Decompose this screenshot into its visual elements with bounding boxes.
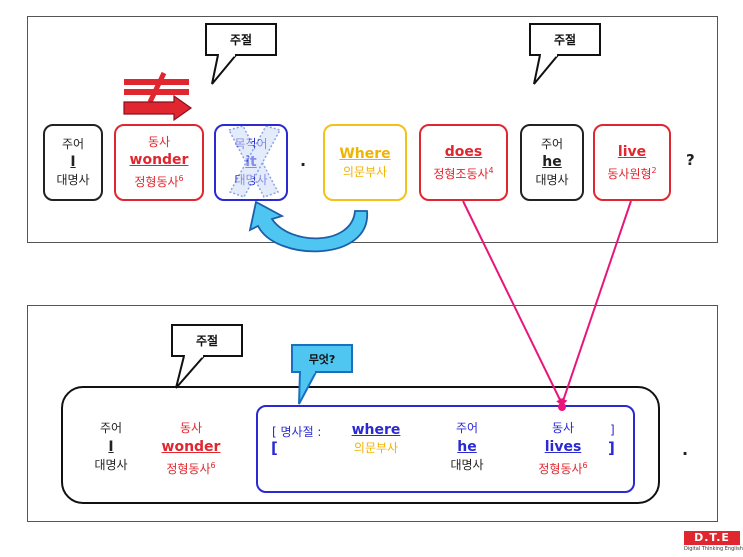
move-arrow-icon <box>248 200 368 253</box>
period-top: . <box>300 151 307 170</box>
logo-subtitle: Digital Thinking English <box>684 546 743 552</box>
word-text: he <box>457 439 477 455</box>
word-pos: 정형동사6 <box>166 461 216 476</box>
bubble-tail <box>533 54 559 85</box>
bubble-tail <box>211 54 237 85</box>
period-bottom: . <box>682 440 689 459</box>
card-where: Where 의문부사 <box>323 124 407 201</box>
card-role: 주어 <box>61 137 85 151</box>
card-pos: 정형조동사4 <box>433 165 494 181</box>
bottom-verb: 동사 wonder 정형동사6 <box>154 420 228 478</box>
noun-clause-open-bracket: [ <box>271 439 278 457</box>
card-live: live 동사원형2 <box>593 124 671 201</box>
clause-word-where: where 의문부사 <box>340 420 412 457</box>
word-pos: 의문부사 <box>353 441 399 455</box>
card-word: Where <box>339 145 391 162</box>
card-pos: 대명사 <box>56 173 90 187</box>
card-word: does <box>444 143 483 160</box>
bubble-tail <box>175 355 205 389</box>
right-arrow-icon <box>123 94 193 122</box>
link-line-live <box>559 200 632 407</box>
noun-clause-label: [ 명사절 : <box>272 425 322 439</box>
not-equal-icon <box>124 71 189 104</box>
word-role: 동사 <box>179 421 203 435</box>
bubble-label: 주절 <box>195 334 219 348</box>
word-role: 주어 <box>99 421 123 435</box>
main-clause-bubble-2: 주절 <box>529 23 601 56</box>
card-subject-i: 주어 I 대명사 <box>43 124 103 201</box>
word-text: where <box>351 422 401 438</box>
clause-word-he: 주어 he 대명사 <box>442 420 492 474</box>
bubble-label: 주절 <box>229 33 253 47</box>
card-word: live <box>617 143 647 160</box>
card-role: 주어 <box>540 137 564 151</box>
word-pos: 대명사 <box>450 458 484 472</box>
card-word: he <box>542 154 562 170</box>
noun-clause-close-top: ] <box>610 423 615 437</box>
word-role: 주어 <box>455 421 479 435</box>
card-subject-he: 주어 he 대명사 <box>520 124 584 201</box>
word-pos: 정형동사6 <box>538 461 588 476</box>
noun-clause-container <box>256 405 635 493</box>
noun-clause-close-bracket: ] <box>608 439 615 457</box>
dte-logo: D.T.E Digital Thinking English <box>684 531 743 555</box>
card-role: 동사 <box>147 135 171 149</box>
link-line-does <box>462 200 564 407</box>
card-pos: 의문부사 <box>342 164 388 179</box>
card-does: does 정형조동사4 <box>419 124 508 201</box>
word-text: wonder <box>161 439 221 455</box>
main-clause-bubble-1: 주절 <box>205 23 277 56</box>
bubble-label: 무엇? <box>308 352 336 366</box>
word-text: lives <box>544 439 582 455</box>
card-pos: 대명사 <box>535 173 569 187</box>
link-point <box>558 403 566 411</box>
main-clause-bubble-3: 주절 <box>171 324 243 357</box>
clause-word-lives: 동사 lives 정형동사6 <box>528 420 598 478</box>
bubble-label: 주절 <box>553 33 577 47</box>
word-text: I <box>108 439 114 455</box>
card-pos: 정형동사6 <box>134 174 184 189</box>
card-word: I <box>70 154 76 170</box>
question-mark: ? <box>686 151 695 169</box>
logo-title: D.T.E <box>684 531 740 545</box>
card-verb-wonder: 동사 wonder 정형동사6 <box>114 124 204 201</box>
card-word: wonder <box>129 152 189 168</box>
cross-out-icon <box>227 125 282 198</box>
card-pos: 동사원형2 <box>607 165 657 181</box>
what-question-bubble: 무엇? <box>291 344 353 373</box>
word-pos: 대명사 <box>94 458 128 472</box>
bubble-tail <box>298 371 317 405</box>
bottom-subject: 주어 I 대명사 <box>90 420 132 474</box>
word-role: 동사 <box>551 421 575 435</box>
